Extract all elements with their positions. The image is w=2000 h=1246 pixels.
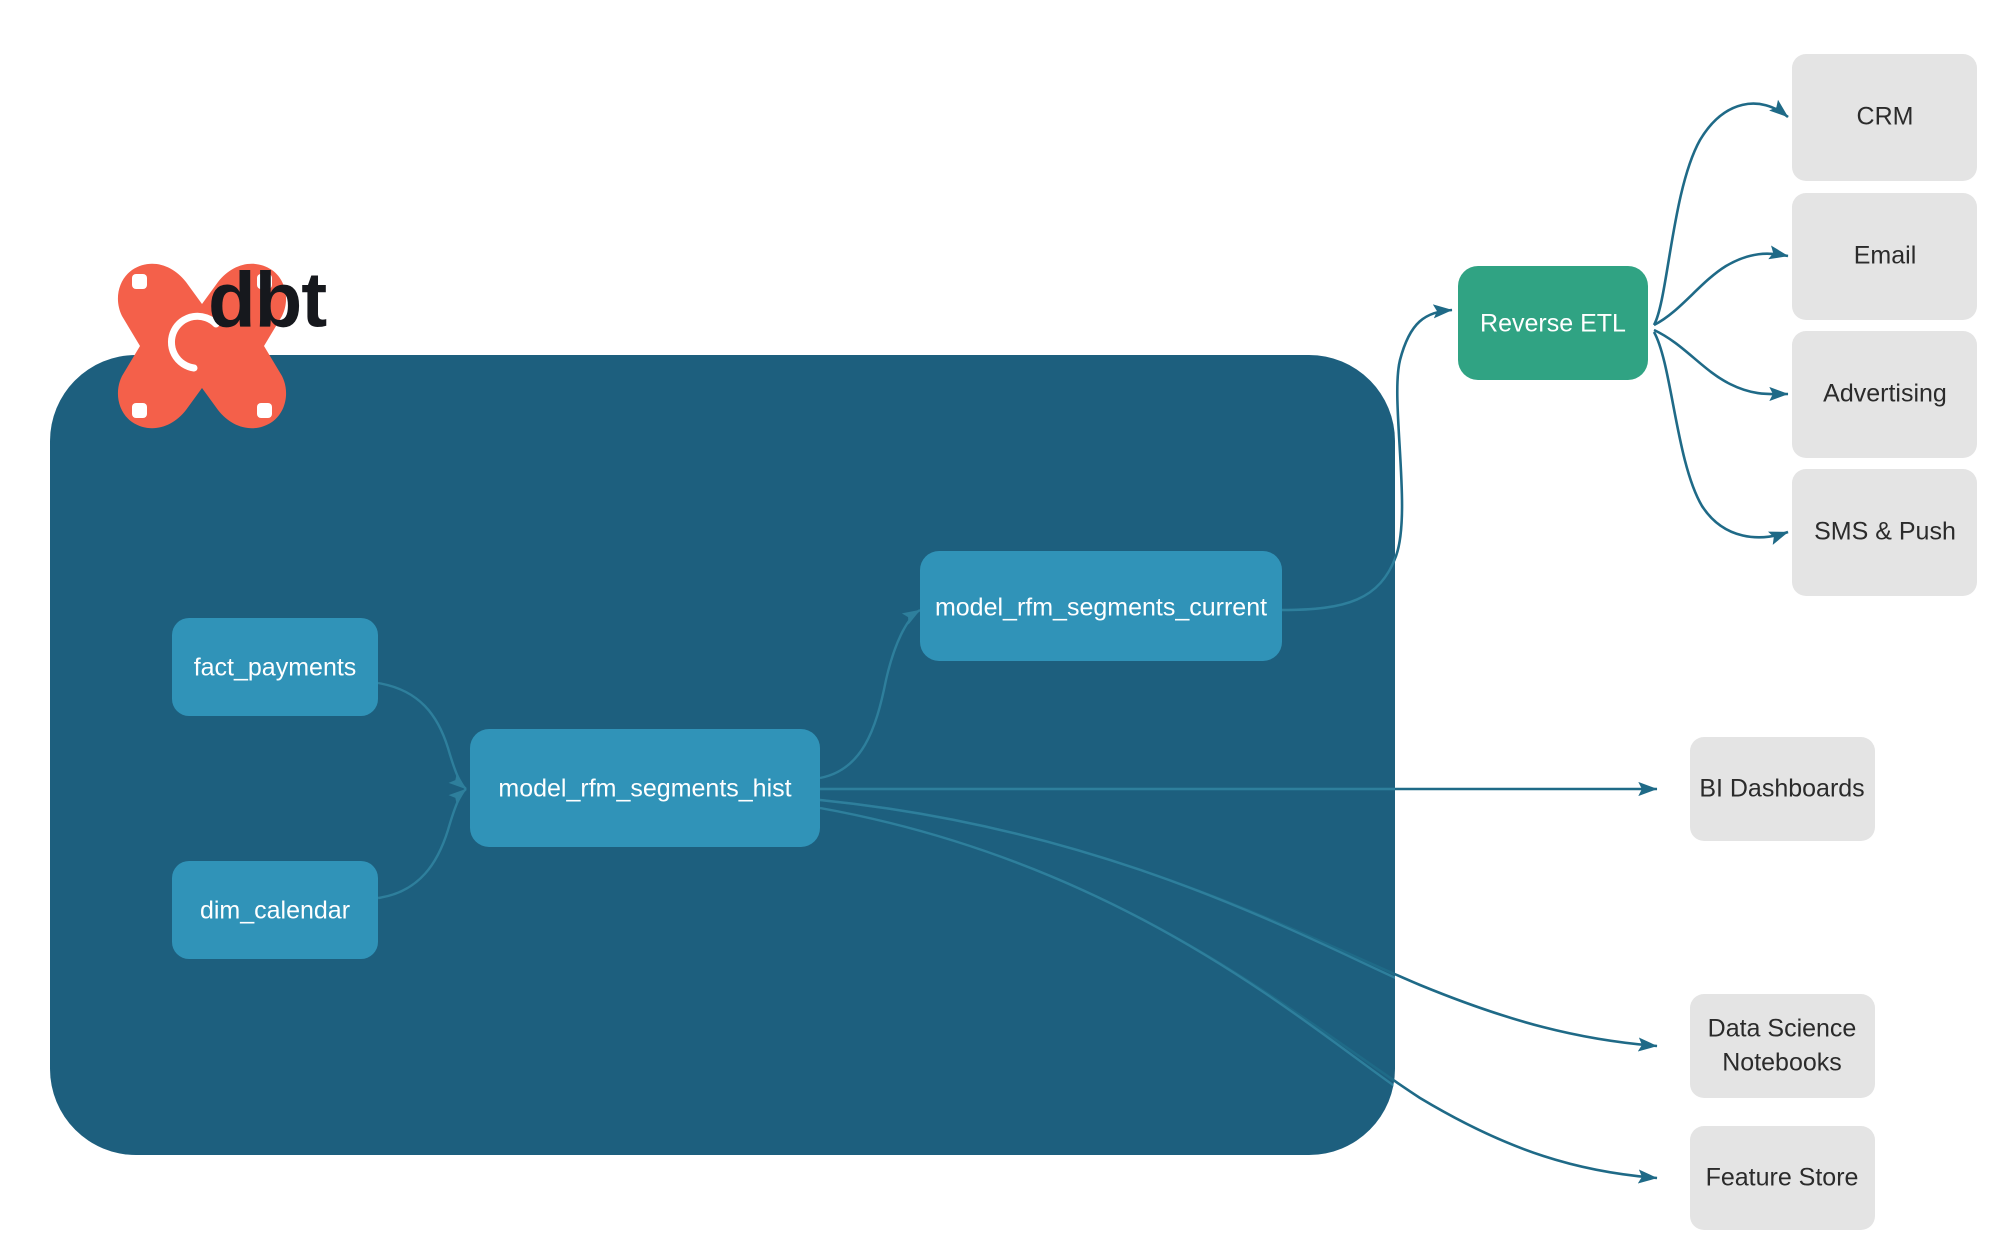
node-label-advertising: Advertising [1823, 380, 1947, 408]
node-label-model-rfm-segments-current: model_rfm_segments_current [935, 594, 1267, 622]
node-label-email: Email [1854, 242, 1917, 270]
dbt-wordmark: dbt [208, 256, 327, 344]
node-label-data-science-notebooks-line1: Data Science [1708, 1015, 1857, 1043]
node-label-reverse-etl: Reverse ETL [1480, 310, 1626, 338]
dbt-logo: dbt [117, 256, 328, 429]
node-dim-calendar[interactable]: dim_calendar [172, 861, 378, 959]
node-label-dim-calendar: dim_calendar [200, 897, 350, 925]
edge-reverse-etl-to-crm [1652, 99, 1789, 326]
node-sms-push[interactable]: SMS & Push [1792, 469, 1977, 596]
edge-reverse-etl-to-email [1653, 245, 1789, 327]
edge-fact-payments-to-hist [377, 681, 467, 790]
edge-group-internal [377, 379, 1395, 1091]
node-bi-dashboards[interactable]: BI Dashboards [1690, 737, 1875, 841]
node-model-rfm-segments-current[interactable]: model_rfm_segments_current [920, 551, 1282, 661]
dbt-logo-mark-icon [117, 263, 287, 429]
node-label-feature-store: Feature Store [1706, 1164, 1859, 1192]
node-label-model-rfm-segments-hist: model_rfm_segments_hist [498, 775, 791, 803]
node-fact-payments[interactable]: fact_payments [172, 618, 378, 716]
node-crm[interactable]: CRM [1792, 54, 1977, 181]
node-label-sms-push: SMS & Push [1814, 518, 1956, 546]
edge-hist-exit-fs [819, 806, 1395, 1091]
edge-dim-calendar-to-hist [377, 788, 467, 900]
node-feature-store[interactable]: Feature Store [1690, 1126, 1875, 1230]
node-model-rfm-segments-hist[interactable]: model_rfm_segments_hist [470, 729, 820, 847]
edge-group-destinations [1652, 99, 1789, 545]
node-label-data-science-notebooks-line2: Notebooks [1722, 1049, 1842, 1077]
node-label-bi-dashboards: BI Dashboards [1699, 775, 1864, 803]
node-label-crm: CRM [1857, 103, 1914, 131]
edge-hist-to-current [819, 608, 921, 780]
edge-hist-exit-ds [819, 798, 1395, 982]
edge-reverse-etl-to-sms-push [1652, 331, 1789, 545]
node-reverse-etl[interactable]: Reverse ETL [1458, 266, 1648, 380]
node-label-fact-payments: fact_payments [194, 654, 357, 682]
edge-reverse-etl-to-advertising [1653, 328, 1789, 402]
node-email[interactable]: Email [1792, 193, 1977, 320]
node-advertising[interactable]: Advertising [1792, 331, 1977, 458]
edge-current-exit [1281, 379, 1395, 612]
node-data-science-notebooks[interactable]: Data Science Notebooks [1690, 994, 1875, 1098]
